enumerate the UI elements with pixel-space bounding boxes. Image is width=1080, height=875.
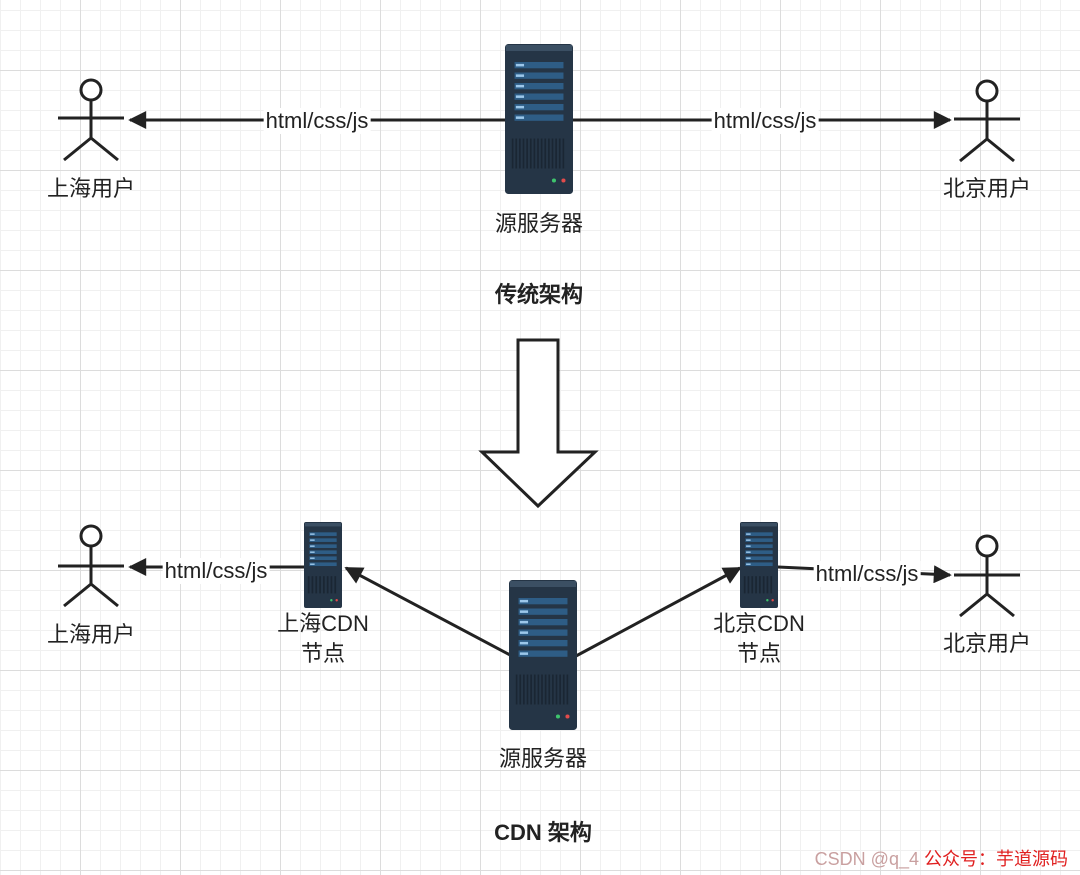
server-rack-icon	[304, 522, 342, 608]
bottom-origin-server-label: 源服务器	[498, 746, 588, 771]
origin-to-beijing-edge	[575, 566, 742, 658]
bottom-left-edge-label: html/css/js	[162, 558, 270, 584]
top-shanghai-user-label: 上海用户	[46, 176, 136, 201]
top-beijing-user-label: 北京用户	[942, 176, 1032, 201]
top-left-edge-label: html/css/js	[263, 108, 371, 134]
shanghai-cdn-node-label-line1: 上海CDN	[277, 611, 369, 636]
server-rack-icon	[505, 44, 573, 194]
traditional-architecture-caption: 传统架构	[494, 282, 584, 307]
top-origin-server-label: 源服务器	[494, 211, 584, 236]
down-arrow-icon	[478, 338, 599, 509]
cdn-architecture-caption: CDN 架构	[494, 820, 592, 845]
user-stick-figure-icon	[58, 78, 124, 162]
user-stick-figure-icon	[954, 534, 1020, 618]
shanghai-cdn-node-label-line2: 节点	[300, 641, 346, 666]
bottom-right-edge-label: html/css/js	[813, 561, 921, 587]
user-stick-figure-icon	[954, 79, 1020, 163]
server-rack-icon	[509, 580, 577, 730]
watermark-prefix: CSDN @q_4	[814, 849, 919, 869]
beijing-cdn-node-label-line1: 北京CDN	[713, 611, 805, 636]
beijing-cdn-node-label-line2: 节点	[736, 641, 782, 666]
server-rack-icon	[740, 522, 778, 608]
bottom-beijing-user-label: 北京用户	[942, 631, 1032, 656]
origin-to-shanghai-edge	[344, 566, 513, 658]
bottom-shanghai-user-label: 上海用户	[46, 622, 136, 647]
user-stick-figure-icon	[58, 524, 124, 608]
watermark: CSDN @q_4 公众号：芋道源码	[815, 845, 1068, 871]
watermark-text: 公众号：芋道源码	[924, 849, 1068, 869]
top-right-edge-label: html/css/js	[711, 108, 819, 134]
